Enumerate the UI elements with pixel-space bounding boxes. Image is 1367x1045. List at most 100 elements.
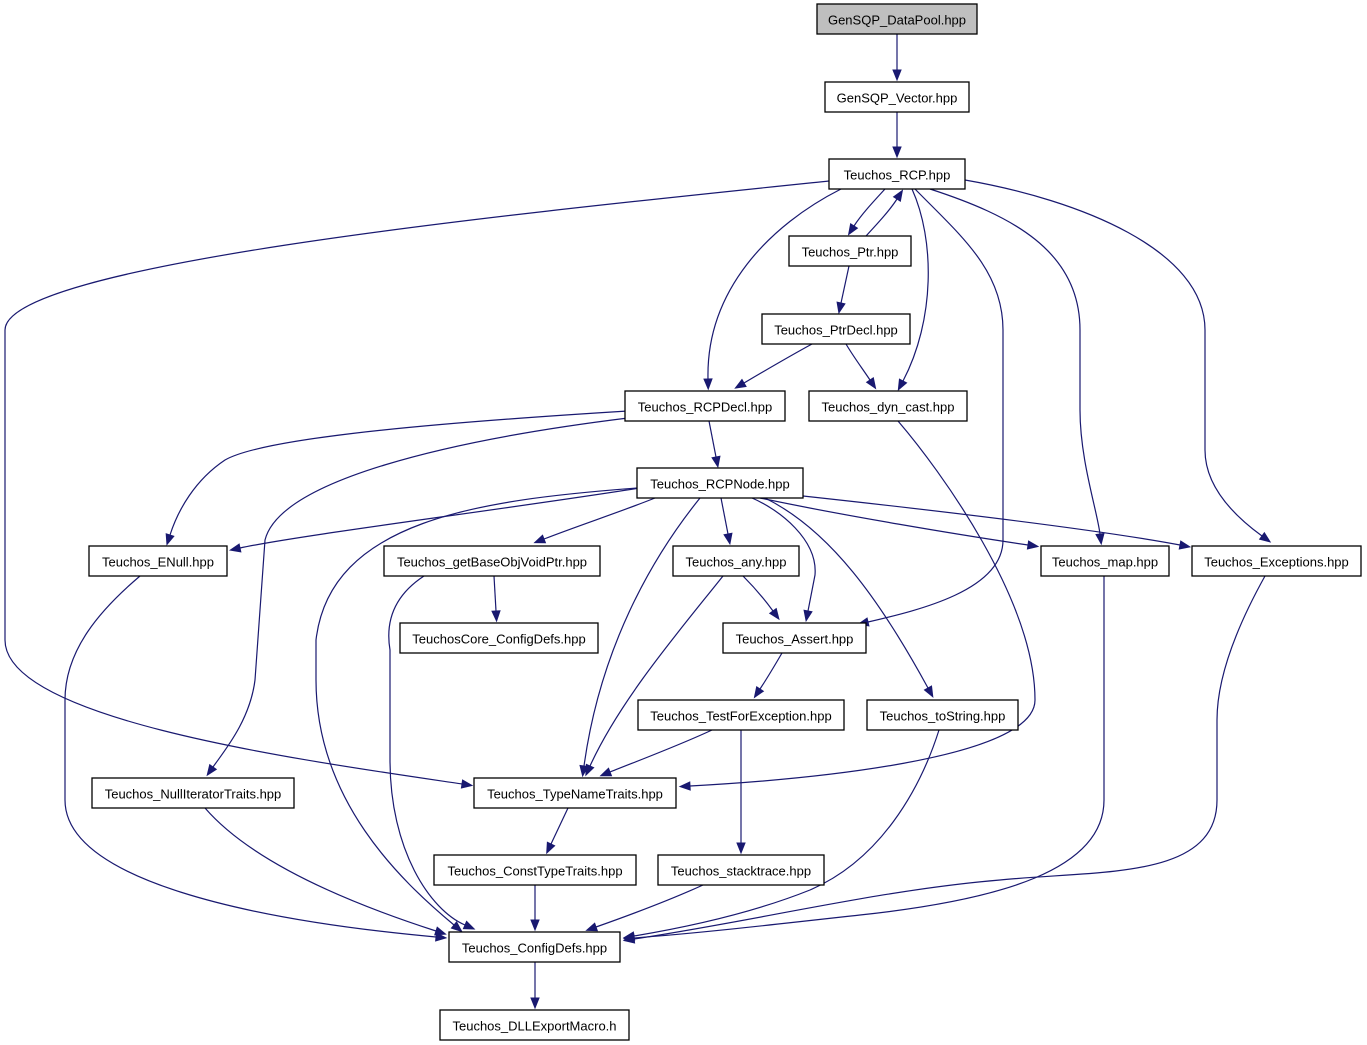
arrowhead (530, 919, 540, 932)
node-label: Teuchos_ENull.hpp (102, 555, 214, 570)
edge-teuchos_consttypetraits-to-teuchos_configdefs (530, 885, 540, 932)
arrowhead (892, 146, 902, 159)
edge-teuchos_testforexception-to-teuchos_stacktrace (736, 730, 746, 855)
edge-teuchos_rcp-to-teuchos_map (929, 188, 1105, 546)
arrowhead (206, 763, 218, 777)
edge-teuchos_assert-to-teuchos_testforexception (753, 652, 783, 699)
edge-line (845, 343, 871, 381)
edge-line (867, 188, 1004, 623)
node-teuchos_rcpdecl[interactable]: Teuchos_RCPDecl.hpp (624, 390, 786, 422)
arrowhead (897, 378, 908, 392)
edge-teuchos_any-to-teuchos_assert (742, 575, 780, 621)
node-box (637, 699, 845, 731)
arrowhead (865, 376, 877, 390)
edge-teuchos_rcp-to-teuchos_ptr (847, 188, 886, 236)
node-box (828, 158, 966, 190)
edge-line (64, 575, 437, 938)
edge-teuchos_rcpdecl-to-teuchos_enull (165, 410, 629, 546)
node-box (657, 854, 825, 886)
node-label: Teuchos_Ptr.hpp (802, 245, 899, 260)
node-gensqp_vector[interactable]: GenSQP_Vector.hpp (824, 81, 970, 113)
node-teuchos_tostring[interactable]: Teuchos_toString.hpp (866, 699, 1019, 731)
node-teuchos_map[interactable]: Teuchos_map.hpp (1040, 545, 1170, 577)
node-teuchos_ptr[interactable]: Teuchos_Ptr.hpp (788, 235, 912, 267)
node-teuchos_exceptions[interactable]: Teuchos_Exceptions.hpp (1191, 545, 1362, 577)
node-label: Teuchos_getBaseObjVoidPtr.hpp (397, 555, 587, 570)
node-box (399, 622, 599, 654)
arrowhead (585, 763, 595, 777)
arrowhead (836, 301, 846, 315)
node-box (761, 313, 911, 345)
node-teuchos_rcpnode[interactable]: Teuchos_RCPNode.hpp (636, 467, 804, 499)
node-label: Teuchos_TestForException.hpp (650, 709, 831, 724)
node-teuchoscore_configdefs[interactable]: TeuchosCore_ConfigDefs.hpp (399, 622, 599, 654)
arrowhead (723, 532, 733, 546)
node-teuchos_testforexception[interactable]: Teuchos_TestForException.hpp (637, 699, 845, 731)
node-label: Teuchos_DLLExportMacro.h (452, 1019, 616, 1034)
node-box (636, 467, 804, 499)
edge-teuchos_nulliteratortraits-to-teuchos_configdefs (204, 807, 447, 936)
edge-line (4, 180, 830, 785)
arrowhead (462, 920, 476, 930)
node-teuchos_consttypetraits[interactable]: Teuchos_ConstTypeTraits.hpp (433, 854, 637, 886)
node-gensqp_datapool[interactable]: GenSQP_DataPool.hpp (816, 3, 978, 35)
arrowhead (734, 378, 747, 389)
edge-teuchos_rcpnode-to-teuchos_enull (228, 487, 641, 553)
node-teuchos_configdefs[interactable]: Teuchos_ConfigDefs.hpp (448, 931, 621, 963)
node-box (672, 545, 800, 577)
node-teuchos_nulliteratortraits[interactable]: Teuchos_NullIteratorTraits.hpp (91, 777, 295, 809)
node-teuchos_enull[interactable]: Teuchos_ENull.hpp (88, 545, 228, 577)
node-teuchos_stacktrace[interactable]: Teuchos_stacktrace.hpp (657, 854, 825, 886)
node-teuchos_ptrdecl[interactable]: Teuchos_PtrDecl.hpp (761, 313, 911, 345)
edge-line (720, 497, 729, 535)
node-teuchos_dllexportmacro[interactable]: Teuchos_DLLExportMacro.h (439, 1009, 630, 1041)
arrowhead (1095, 532, 1105, 546)
edge-line (204, 807, 437, 932)
edge-line (589, 575, 724, 767)
arrowhead (585, 922, 599, 932)
edge-line (315, 487, 638, 926)
edge-teuchos_rcpnode-to-teuchos_exceptions (802, 495, 1192, 550)
node-box (91, 777, 295, 809)
nodes-layer: GenSQP_DataPool.hppGenSQP_Vector.hppTeuc… (88, 3, 1362, 1041)
edge-line (759, 652, 783, 690)
node-label: Teuchos_toString.hpp (880, 709, 1006, 724)
edge-line (583, 497, 701, 767)
edge-teuchos_rcp-to-teuchos_typenametraits (4, 180, 830, 789)
edge-teuchos_rcpnode-to-teuchos_assert (751, 497, 816, 623)
arrowhead (736, 842, 746, 855)
edge-line (633, 576, 1105, 939)
edge-line (743, 343, 813, 384)
edge-line (902, 188, 929, 382)
edge-teuchos_rcpdecl-to-teuchos_nulliteratortraits (206, 417, 629, 777)
edge-line (550, 807, 569, 845)
arrowhead (678, 781, 691, 791)
edge-teuchos_rcpnode-to-teuchos_any (720, 497, 733, 546)
arrowhead (599, 767, 613, 777)
arrowhead (1258, 531, 1272, 543)
edge-line (707, 188, 842, 380)
node-box (866, 699, 1019, 731)
node-teuchos_any[interactable]: Teuchos_any.hpp (672, 545, 800, 577)
node-teuchos_typenametraits[interactable]: Teuchos_TypeNameTraits.hpp (473, 777, 677, 809)
node-box (816, 3, 978, 35)
node-teuchos_rcp[interactable]: Teuchos_RCP.hpp (828, 158, 966, 190)
edge-teuchos_typenametraits-to-teuchos_consttypetraits (546, 807, 569, 855)
node-box (448, 931, 621, 963)
arrowhead (546, 841, 556, 855)
node-teuchos_dyn_cast[interactable]: Teuchos_dyn_cast.hpp (808, 390, 968, 422)
edge-line (595, 884, 704, 928)
node-box (473, 777, 677, 809)
arrowhead (460, 779, 474, 789)
edge-line (865, 198, 898, 237)
arrowhead (533, 534, 547, 544)
arrowhead (1178, 540, 1192, 550)
edge-teuchos_enull-to-teuchos_configdefs (64, 575, 448, 942)
node-label: TeuchosCore_ConfigDefs.hpp (412, 632, 585, 647)
edge-line (212, 417, 629, 768)
node-teuchos_assert[interactable]: Teuchos_Assert.hpp (722, 622, 867, 654)
node-label: Teuchos_PtrDecl.hpp (774, 323, 898, 338)
node-teuchos_getbaseobjvoidptr[interactable]: Teuchos_getBaseObjVoidPtr.hpp (383, 545, 601, 577)
